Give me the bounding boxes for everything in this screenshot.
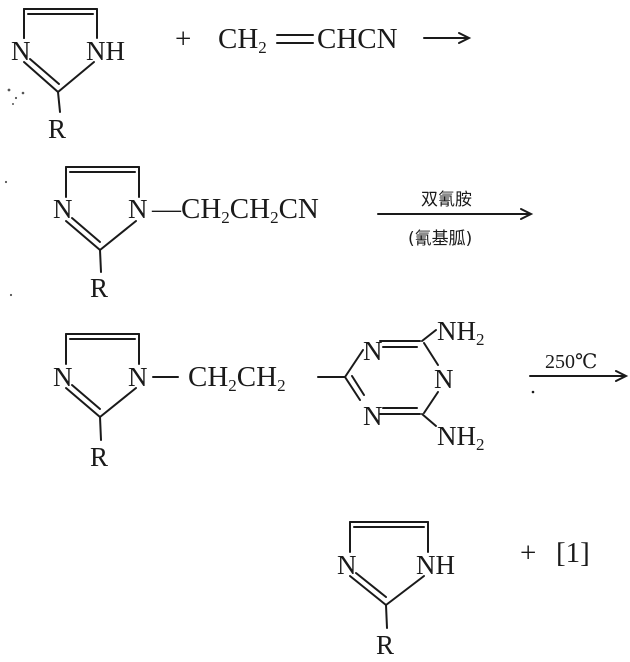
reaction-arrow-2: 双氰胺 (氰基胍) [377, 190, 534, 249]
formula-subscript: 2 [258, 38, 267, 57]
atom-n: N [128, 194, 148, 224]
formula-ch: CH [218, 23, 258, 55]
atom-nh: NH [86, 36, 125, 66]
substituent-bond [385, 604, 388, 629]
ring-bond [385, 575, 425, 606]
atom-n: N [53, 194, 73, 224]
imidazole-propionitrile: N N R —CH2CH2CN [53, 166, 319, 303]
condition-dicyandiamide: 双氰胺 [421, 190, 472, 210]
imidazole-product: N NH R [337, 521, 455, 660]
ring-bond [57, 61, 95, 93]
ring-double-bond [71, 384, 101, 410]
scan-specks [4, 88, 25, 297]
imidazole-ethyl-triazine: N N R CH2CH2 N N N NH2 NH2 [53, 316, 485, 472]
ring-bond [349, 575, 387, 606]
reaction-arrow-1 [423, 32, 472, 44]
triazine-bond [344, 376, 361, 401]
ring-double-bond [355, 572, 387, 598]
amino-group-top: NH2 [437, 316, 485, 349]
condition-cyanoguanidine: (氰基胍) [408, 229, 472, 249]
atom-nh: NH [416, 550, 455, 580]
reaction-arrow-3: 250℃ [529, 351, 629, 394]
atom-n: N [337, 550, 357, 580]
ring-double-bond [29, 58, 60, 85]
substituent-r: R [90, 273, 108, 303]
atom-n: N [128, 362, 148, 392]
ring-bond [65, 387, 101, 418]
atom-n: N [53, 362, 73, 392]
ring-bond [99, 220, 137, 251]
substituent-r: R [90, 442, 108, 472]
acrylonitrile-formula: CH2 CHCN [218, 23, 398, 57]
amino-bond [421, 329, 437, 342]
substituent-bond [57, 91, 61, 113]
byproduct-placeholder: [1] [556, 537, 590, 569]
plus-sign: + [175, 23, 191, 55]
propionitrile-chain: —CH2CH2CN [151, 193, 319, 227]
plus-sign: + [520, 537, 536, 569]
atom-n: N [363, 401, 383, 431]
condition-temperature: 250℃ [545, 351, 597, 373]
formula-chcn: CHCN [317, 23, 398, 55]
triazine-bond [423, 391, 439, 414]
substituent-bond [99, 416, 102, 441]
atom-n: N [434, 364, 454, 394]
ring-bond [65, 220, 101, 251]
atom-n: N [11, 36, 31, 66]
atom-n: N [363, 336, 383, 366]
ring-double-bond [71, 217, 101, 243]
triazine-double-bond [351, 375, 365, 396]
ring-bond [23, 61, 59, 93]
ring-bond [99, 387, 137, 418]
substituent-r: R [376, 630, 394, 660]
ethyl-chain: CH2CH2 [188, 361, 286, 395]
substituent-bond [99, 249, 102, 273]
amino-bond [421, 413, 437, 427]
triazine-bond [344, 349, 364, 378]
imidazole-reactant: N NH R [11, 8, 125, 144]
svg-text:CH2: CH2 [218, 23, 267, 57]
amino-group-bottom: NH2 [437, 421, 485, 454]
substituent-r: R [48, 114, 66, 144]
triazine-bond [423, 342, 439, 366]
